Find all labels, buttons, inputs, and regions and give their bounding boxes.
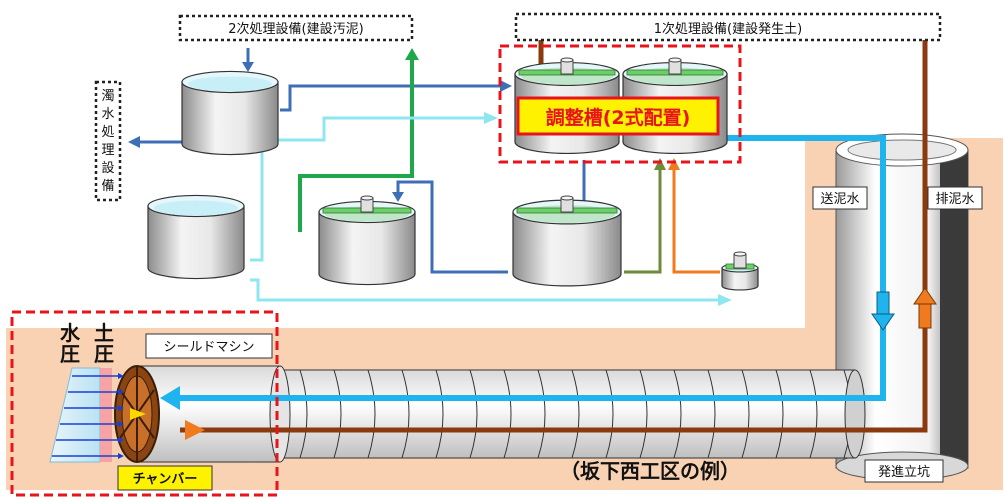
shaft-down-arrow	[871, 291, 895, 331]
tunnel-segment-ring	[809, 369, 818, 459]
pipe-blue-to-adjust-head	[500, 80, 512, 92]
tunnel-segment-ring	[707, 369, 716, 459]
turbid-water-char: 水	[101, 107, 114, 122]
adjustment-label-box	[516, 96, 720, 136]
water-pressure-label-2: 圧	[60, 342, 80, 366]
pressure-arrow-head	[118, 453, 124, 459]
pressure-arrow-head	[118, 373, 124, 379]
storage-tank-left	[147, 194, 245, 280]
pressure-arrow-head	[118, 389, 124, 395]
shield-machine-label: シールドマシン	[163, 340, 254, 355]
tunnel-segment-ring	[299, 369, 308, 459]
slurry-feed-box	[812, 186, 868, 210]
pipe-olive	[624, 168, 662, 274]
tunnel-segment-ring	[401, 369, 410, 459]
slurry-discharge-box	[927, 186, 983, 210]
example-caption: （坂下西工区の例）	[560, 459, 740, 483]
pipe-blue-out-head	[128, 136, 140, 148]
pipe-blue-middle-head	[392, 192, 404, 202]
tunnel-segment-ring	[435, 369, 444, 459]
tunnel-segment-ring	[571, 369, 580, 459]
feed-arrow-head	[160, 386, 180, 410]
slurry-feed-line	[180, 135, 886, 401]
pipe-olive-head	[654, 158, 666, 170]
turbid-water-char: 濁	[101, 88, 114, 104]
pipe-green-head	[405, 48, 419, 60]
secondary-facility-box	[178, 14, 414, 42]
tunnel-segment-ring	[673, 369, 682, 459]
tunnel-segment-ring	[639, 369, 648, 459]
primary-facility-box	[514, 12, 942, 42]
discharge-arrow-head	[185, 420, 205, 440]
tunnel-segment-ring	[741, 369, 750, 459]
tunnel-segment-ring	[503, 369, 512, 459]
pressure-arrow-head	[118, 437, 124, 443]
pipe-blue-top-head	[242, 62, 254, 72]
pipe-lightblue-2	[250, 278, 718, 302]
adjustment-highlight-box	[498, 44, 742, 164]
turbid-water-box	[94, 80, 122, 202]
turbid-water-char: 理	[101, 143, 114, 158]
tunnel-segment-ring	[605, 369, 614, 459]
pipe-lightblue-1-head	[484, 112, 498, 124]
turbid-water-char: 備	[101, 178, 114, 194]
tunnel-segment-ring	[775, 369, 784, 459]
shield-machine-body	[139, 365, 291, 463]
slurry-discharge-line	[180, 40, 928, 433]
cutter-head	[114, 365, 160, 463]
pipe-orange-head	[668, 158, 680, 170]
turbid-water-char: 設	[101, 160, 114, 176]
tunnel-segment-ring	[469, 369, 478, 459]
tunnel-segment-ring	[367, 369, 376, 459]
pressure-arrow-head	[118, 405, 124, 411]
slurry-discharge-label: 排泥水	[935, 192, 974, 207]
slurry-feed-label: 送泥水	[820, 192, 859, 207]
storage-tank-top	[181, 70, 279, 156]
treatment-tank-middle	[318, 195, 416, 286]
pipe-blue-middle	[396, 180, 508, 274]
earth-pressure-label-2: 圧	[94, 342, 114, 366]
launch-shaft-label: 発進立坑	[878, 465, 930, 480]
treatment-tank-right	[512, 195, 622, 287]
tunnel	[269, 369, 866, 459]
secondary-facility-label: 2次処理設備(建設汚泥)	[228, 21, 363, 37]
tunnel-segment-ring	[333, 369, 342, 459]
pipe-orange	[672, 168, 720, 274]
water-pressure-label-1: 水	[60, 321, 81, 345]
pressure-arrows	[52, 373, 124, 459]
shaft-up-arrow	[913, 287, 937, 329]
pipe-blue-to-adjust	[280, 84, 500, 112]
chamber-label: チャンバー	[133, 472, 198, 487]
turbid-water-char: 処	[101, 125, 114, 140]
shield-highlight-box	[10, 310, 279, 497]
chamber-box	[117, 465, 213, 491]
primary-facility-label: 1次処理設備(建設発生土)	[654, 21, 802, 37]
pipe-lightblue-1	[250, 116, 484, 262]
launch-shaft-box	[864, 459, 944, 483]
pipe-lightblue-2-head	[718, 294, 732, 306]
shield-machine-box	[145, 333, 273, 359]
pressure-arrow-head	[118, 421, 124, 427]
adjustment-label: 調整槽(2式配置)	[546, 106, 691, 129]
tunnel-segment-ring	[537, 369, 546, 459]
earth-pressure-label-1: 土	[94, 321, 114, 345]
small-agitator-tank	[721, 251, 759, 291]
